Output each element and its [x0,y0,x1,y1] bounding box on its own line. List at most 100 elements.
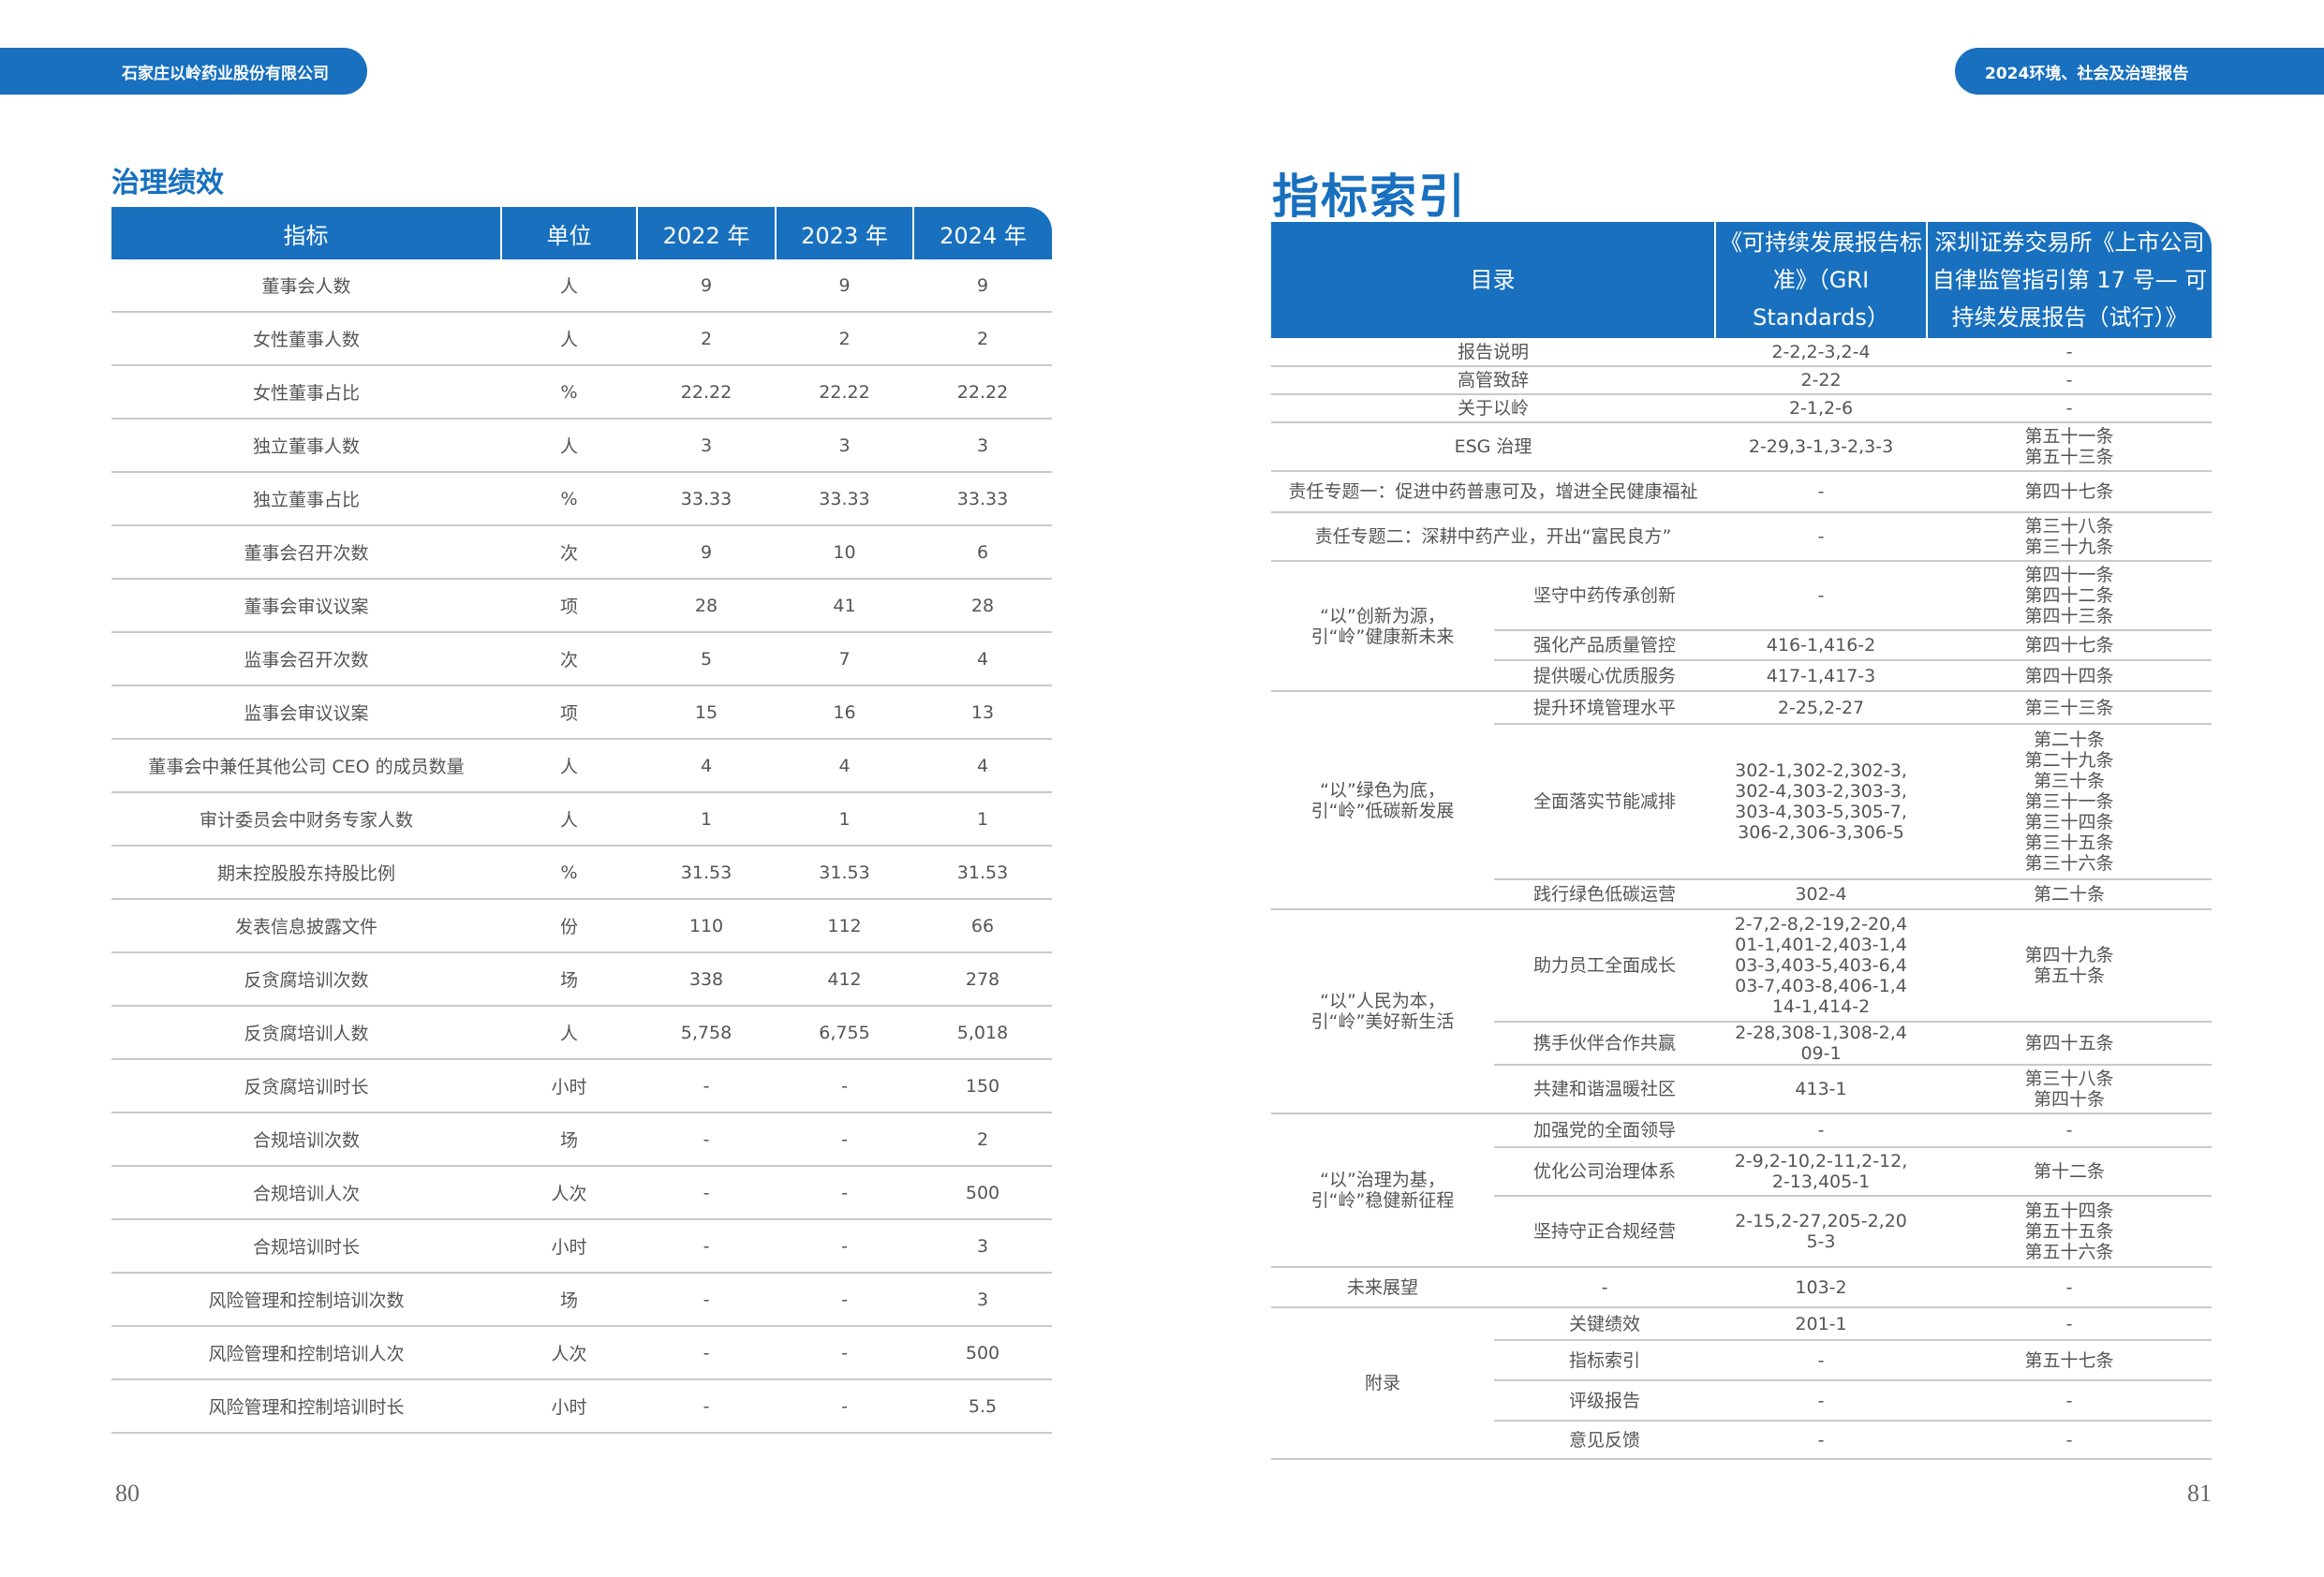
table-row: 指标索引-第五十七条 [1271,1340,2212,1381]
table-cell: 人 [501,312,637,366]
indicator-index-table: 目录《可持续发展报告标准》（GRI Standards）深圳证券交易所《上市公司… [1271,222,2212,1460]
table-cell: 2-22 [1715,366,1927,395]
table-cell: 第十二条 [1927,1147,2212,1197]
table-cell: 500 [913,1166,1052,1220]
table-row: 合规培训人次人次--500 [111,1166,1052,1220]
table-cell: 103-2 [1715,1267,1927,1308]
table-cell: 监事会召开次数 [111,632,501,686]
indicator-index-title: 指标索引 [1272,169,1467,224]
table-cell: 坚持守正合规经营 [1494,1196,1715,1268]
table-cell: 次 [501,632,637,686]
table-cell: 4 [913,739,1052,793]
table-cell: 风险管理和控制培训次数 [111,1273,501,1327]
table-cell: 31.53 [637,846,776,900]
table-cell: 500 [913,1326,1052,1380]
table-cell: 高管致辞 [1271,366,1715,395]
table-cell: 责任专题二：深耕中药产业，开出“富民良方” [1271,512,1715,562]
column-header: 2023 年 [776,207,914,259]
table-cell: - [1715,512,1927,562]
table-cell: ESG 治理 [1271,422,1715,472]
table-cell: 第四十五条 [1927,1022,2212,1066]
table-cell: 2-7,2-8,2-19,2-20,401-1,401-2,403-1,403-… [1715,909,1927,1023]
table-cell: 人次 [501,1326,637,1380]
table-cell: 强化产品质量管控 [1494,630,1715,661]
table-cell: 22.22 [913,365,1052,420]
table-cell: - [1715,1340,1927,1381]
table-cell: 提供暖心优质服务 [1494,660,1715,692]
table-cell: 2-25,2-27 [1715,691,1927,725]
table-cell: 场 [501,1273,637,1327]
column-header: 指标 [111,207,502,259]
table-cell: 112 [776,899,913,953]
table-cell: 董事会召开次数 [111,525,501,580]
table-cell: % [501,846,637,900]
table-cell: 1 [776,792,913,847]
table-cell: - [637,1379,776,1434]
table-cell: 31.53 [913,846,1052,900]
table-cell: 第四十七条 [1927,471,2212,513]
table-cell: - [1715,471,1927,513]
table-cell: 人 [501,739,637,793]
table-cell: 场 [501,952,637,1007]
table-cell: - [1715,1421,1927,1460]
table-row: 合规培训次数场--2 [111,1113,1052,1167]
table-cell: 338 [637,952,776,1007]
table-row: 反贪腐培训时长小时--150 [111,1059,1052,1113]
table-cell: 6 [913,525,1052,580]
table-cell: 9 [913,259,1052,313]
table-cell: 提升环境管理水平 [1494,691,1715,725]
table-row: 未来展望-103-2- [1271,1267,2212,1308]
table-cell: 关键绩效 [1494,1307,1715,1341]
table-cell: 33.33 [776,472,913,526]
table-cell: 独立董事占比 [111,472,501,526]
table-cell: - [637,1219,776,1274]
table-cell: - [637,1113,776,1167]
table-cell: - [1927,1421,2212,1460]
table-cell: 女性董事人数 [111,312,501,366]
table-cell: 项 [501,579,637,633]
table-cell: 5,758 [637,1006,776,1060]
table-cell: 3 [776,419,913,473]
table-cell: 3 [913,1273,1052,1327]
table-cell: 10 [776,525,913,580]
table-cell: “以”治理为基， 引“岭”稳健新征程 [1271,1113,1494,1268]
table-cell: - [1715,1380,1927,1422]
table-cell: - [1494,1267,1715,1308]
table-cell: 践行绿色低碳运营 [1494,879,1715,910]
table-cell: 2-28,308-1,308-2,409-1 [1715,1022,1927,1066]
table-cell: 第五十一条 第五十三条 [1927,422,2212,472]
table-cell: 9 [637,259,776,313]
page-number-left: 80 [115,1480,140,1507]
report-banner: 2024环境、社会及治理报告 [1955,48,2324,95]
table-cell: 278 [913,952,1052,1007]
company-name: 石家庄以岭药业股份有限公司 [122,64,329,83]
table-cell: 人 [501,259,637,313]
table-cell: 22.22 [637,365,776,420]
table-cell: 评级报告 [1494,1380,1715,1422]
table-cell: 2 [637,312,776,366]
table-cell: 第四十一条 第四十二条 第四十三条 [1927,561,2212,631]
table-cell: 期末控股股东持股比例 [111,846,501,900]
table-cell: 第五十四条 第五十五条 第五十六条 [1927,1196,2212,1268]
table-cell: 共建和谐温暖社区 [1494,1065,1715,1114]
table-row: 意见反馈-- [1271,1421,2212,1460]
table-cell: 201-1 [1715,1307,1927,1341]
table-cell: 302-4 [1715,879,1927,910]
governance-performance-title: 治理绩效 [111,167,224,199]
table-cell: 150 [913,1059,1052,1113]
table-cell: 33.33 [913,472,1052,526]
table-cell: 反贪腐培训次数 [111,952,501,1007]
table-cell: 2-9,2-10,2-11,2-12,2-13,405-1 [1715,1147,1927,1197]
